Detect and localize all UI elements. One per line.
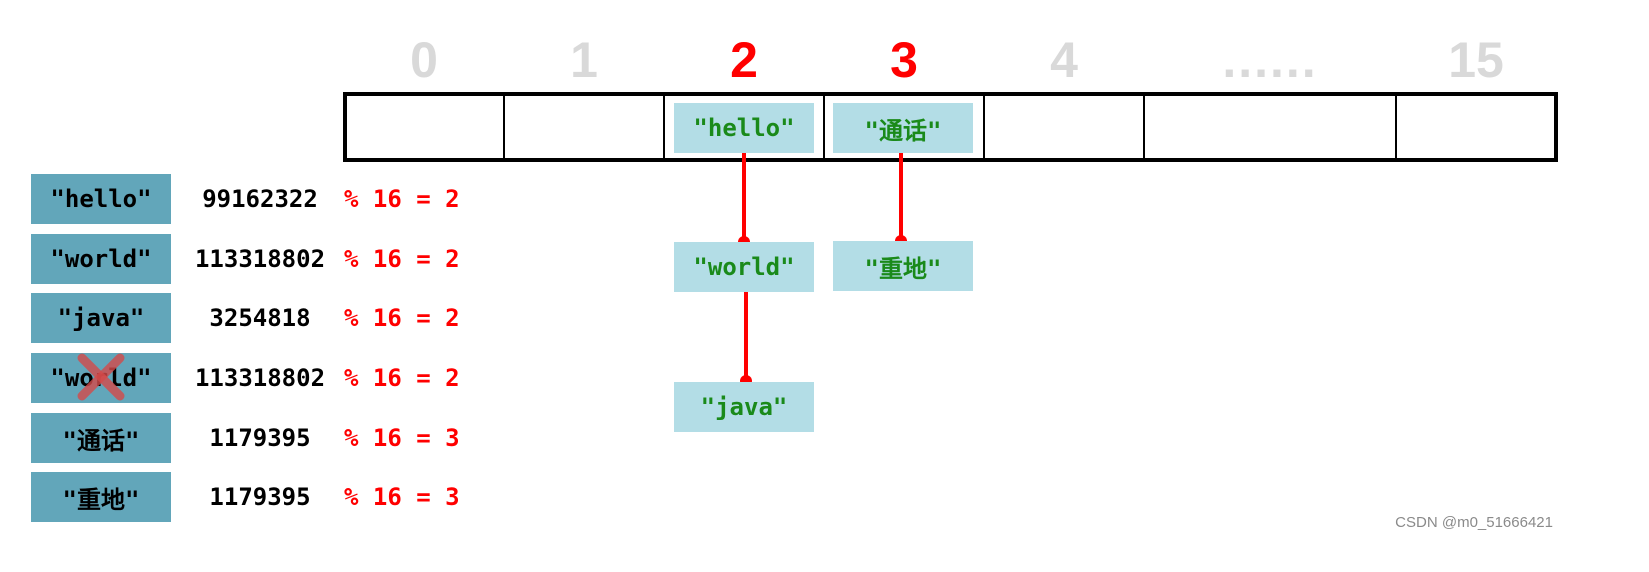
bucket-index-0: 0 <box>410 32 438 88</box>
bucket-3-head-node: "通话" <box>833 103 973 153</box>
entry-hash-hello: 99162322 <box>202 185 318 213</box>
bucket-2-head-node: "hello" <box>674 103 814 153</box>
bucket-2-chain-node-1: "world" <box>674 242 814 292</box>
entry-hash-zhongdi: 1179395 <box>209 483 311 511</box>
bucket-cell-15 <box>1395 92 1558 162</box>
watermark: CSDN @m0_51666421 <box>1395 514 1553 531</box>
bucket-index-1: 1 <box>570 32 598 88</box>
bucket-index-2: 2 <box>730 32 758 88</box>
entry-mod-world: % 16 = 2 <box>344 245 460 273</box>
entry-mod-hello: % 16 = 2 <box>344 185 460 213</box>
entry-key-java: "java" <box>31 293 171 343</box>
cross-icon <box>77 353 125 401</box>
bucket-3-chain-node-1: "重地" <box>833 241 973 291</box>
entry-mod-java: % 16 = 2 <box>344 304 460 332</box>
entry-hash-java: 3254818 <box>209 304 311 332</box>
bucket-index-ellipsis: ...... <box>1222 32 1318 88</box>
entry-mod-tonghua: % 16 = 3 <box>344 424 460 452</box>
bucket-index-4: 4 <box>1050 32 1078 88</box>
entry-hash-world-duplicate: 113318802 <box>194 364 326 392</box>
entry-key-world: "world" <box>31 234 171 284</box>
entry-key-hello: "hello" <box>31 174 171 224</box>
entry-mod-world-duplicate: % 16 = 2 <box>344 364 460 392</box>
bucket-2-chain-node-2: "java" <box>674 382 814 432</box>
entry-key-tonghua: "通话" <box>31 413 171 463</box>
entry-hash-world: 113318802 <box>194 245 326 273</box>
bucket-index-15: 15 <box>1448 32 1504 88</box>
bucket-index-3: 3 <box>890 32 918 88</box>
entry-key-zhongdi: "重地" <box>31 472 171 522</box>
entry-mod-zhongdi: % 16 = 3 <box>344 483 460 511</box>
entry-hash-tonghua: 1179395 <box>209 424 311 452</box>
